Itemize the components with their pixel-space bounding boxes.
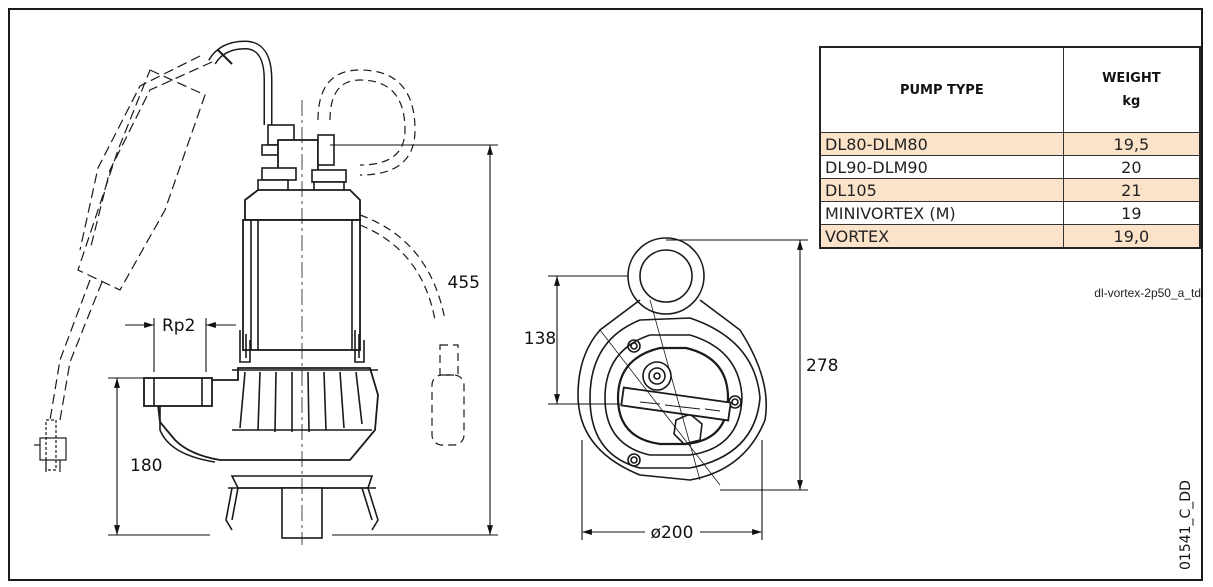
dim-plan-depth: 278 — [806, 356, 838, 376]
dimension-lines-side — [108, 144, 498, 536]
weight-cell: 21 — [1062, 178, 1201, 202]
dim-plan-offset: 138 — [524, 329, 556, 349]
col-header-pump-type: PUMP TYPE — [819, 46, 1064, 133]
dim-outlet-thread: Rp2 — [162, 316, 195, 336]
dimension-lines-plan — [548, 239, 808, 540]
pump-type-cell: VORTEX — [819, 224, 1064, 249]
table-caption: dl-vortex-2p50_a_td — [1094, 286, 1201, 300]
weight-cell: 19,0 — [1062, 224, 1201, 249]
drawing-frame — [8, 8, 1203, 581]
pump-type-cell: DL80-DLM80 — [819, 132, 1064, 156]
pump-side-view — [143, 40, 379, 545]
dim-height-total: 455 — [448, 273, 480, 293]
weight-cell: 19 — [1062, 201, 1201, 225]
table-row: DL105 21 — [819, 178, 1201, 202]
dim-outlet-height: 180 — [130, 456, 162, 476]
table-row: DL80-DLM80 19,5 — [819, 132, 1201, 156]
weight-cell: 19,5 — [1062, 132, 1201, 156]
pump-type-cell: DL90-DLM90 — [819, 155, 1064, 179]
weight-cell: 20 — [1062, 155, 1201, 179]
table-row: MINIVORTEX (M) 19 — [819, 201, 1201, 225]
table-row: DL90-DLM90 20 — [819, 155, 1201, 179]
control-box-dashed — [45, 55, 213, 471]
dim-plan-diameter: ø200 — [651, 523, 694, 543]
float-switch-dashed — [317, 69, 465, 446]
pump-plan-view — [577, 237, 768, 486]
plug-icon — [34, 437, 67, 472]
weight-unit: kg — [1122, 94, 1141, 109]
pump-type-cell: DL105 — [819, 178, 1064, 202]
table-row: VORTEX 19,0 — [819, 224, 1201, 249]
pump-type-cell: MINIVORTEX (M) — [819, 201, 1064, 225]
drawing-code: 01541_C_DD — [1178, 480, 1194, 570]
